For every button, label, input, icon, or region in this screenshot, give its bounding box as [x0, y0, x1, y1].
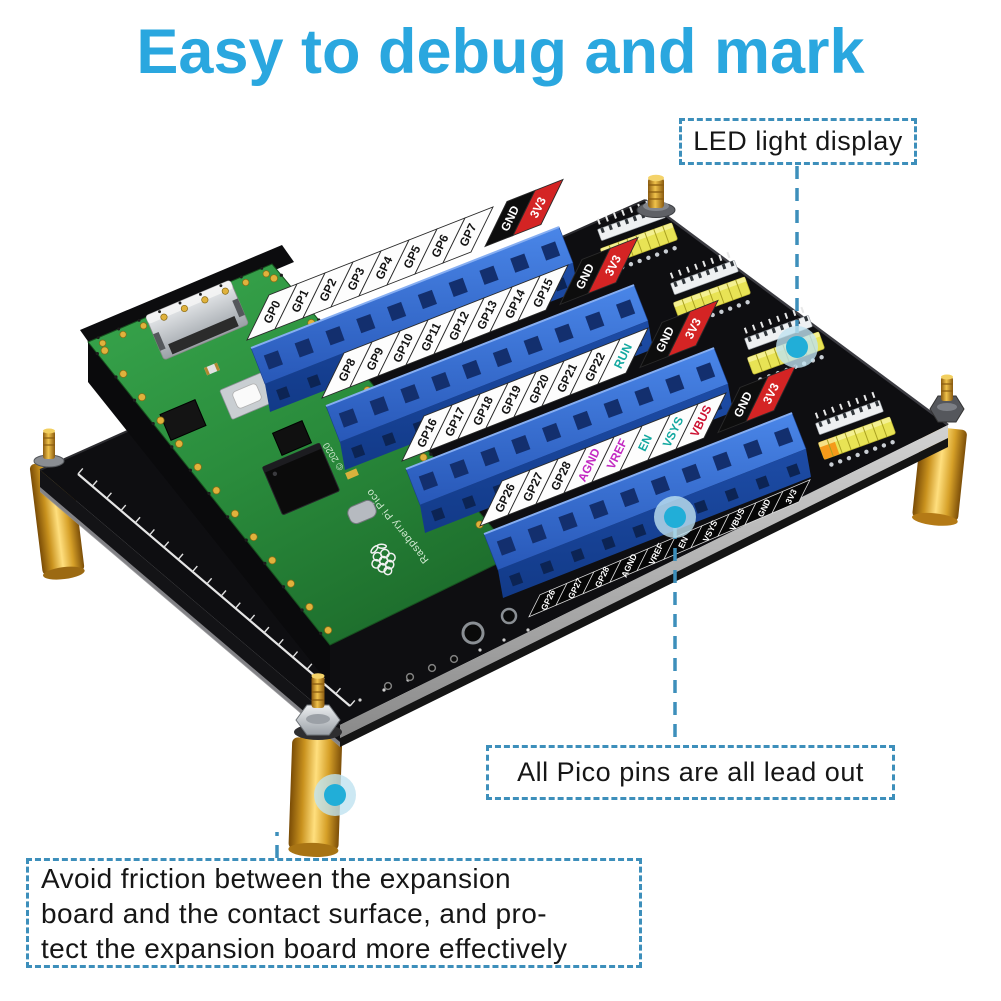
pin-label: 3V3: [512, 178, 564, 237]
smd-chip: [159, 399, 207, 441]
smd-resistor: [203, 362, 221, 376]
pin-label: RUN: [597, 327, 649, 385]
callout-led-text: LED light display: [693, 126, 903, 156]
pin-label: GP0: [246, 283, 298, 341]
pin-label: GP20: [513, 360, 565, 418]
svg-text:EN: EN: [676, 535, 690, 550]
edge-label: GP27: [555, 570, 595, 607]
callout-led-light-display: LED light display: [679, 118, 917, 165]
pin-label: 3V3: [667, 299, 719, 358]
callout-pins-lead-out: All Pico pins are all lead out: [486, 745, 895, 800]
pin-label: GP6: [414, 217, 466, 275]
edge-label: VREF: [636, 536, 676, 572]
pin-label: GP13: [461, 286, 513, 344]
edge-label: 3V3: [771, 478, 811, 515]
edge-label: VSYS: [690, 513, 730, 549]
pin-label: GP14: [489, 275, 541, 333]
pin-label: GND: [717, 375, 769, 434]
note-line-2: board and the contact surface, and pro-: [41, 897, 547, 929]
edge-label: VBUS: [717, 501, 757, 538]
standoff-nut-bottom: [294, 673, 342, 740]
led-bar: [814, 391, 896, 467]
rp2040-chip: [262, 442, 340, 515]
svg-text:EN: EN: [635, 432, 655, 453]
pin-label: GP1: [274, 272, 326, 330]
pin-label: GND: [639, 310, 691, 369]
pin-label: GP7: [442, 206, 494, 264]
pin-label: 3V3: [587, 236, 639, 295]
standoff-screw-left: [33, 428, 65, 468]
micro-usb-port: [145, 280, 249, 360]
led-bar: [669, 251, 751, 327]
callout-friction-note: Avoid friction between the expansion boa…: [26, 858, 642, 968]
raspberry-logo: [370, 543, 396, 576]
standoff-nut-right: [929, 374, 965, 423]
standoff-screw-top: [636, 174, 676, 218]
flash-chip: [271, 420, 313, 456]
smd-capacitor: [345, 468, 359, 480]
mounting-holes: [383, 607, 518, 691]
crystal: [347, 499, 377, 525]
highlight-dot-pins: [654, 496, 696, 538]
pin-label: GP9: [349, 330, 401, 388]
bootsel-button: [219, 372, 275, 420]
callout-pins-text: All Pico pins are all lead out: [517, 757, 864, 787]
pin-label: GP4: [358, 239, 410, 297]
highlight-dot-led: [776, 326, 818, 368]
standoff-screws: [33, 174, 965, 740]
pin-label: GP5: [386, 228, 438, 286]
page-title: Easy to debug and mark: [136, 17, 865, 87]
annotations: [275, 166, 818, 858]
pin-label: EN: [619, 414, 671, 472]
note-line-3: tect the expansion board more effectivel…: [41, 932, 568, 964]
pin-label: VBUS: [675, 392, 727, 450]
highlight-dot-standoff: [314, 774, 356, 816]
note-line-1: Avoid friction between the expansion: [41, 862, 511, 894]
